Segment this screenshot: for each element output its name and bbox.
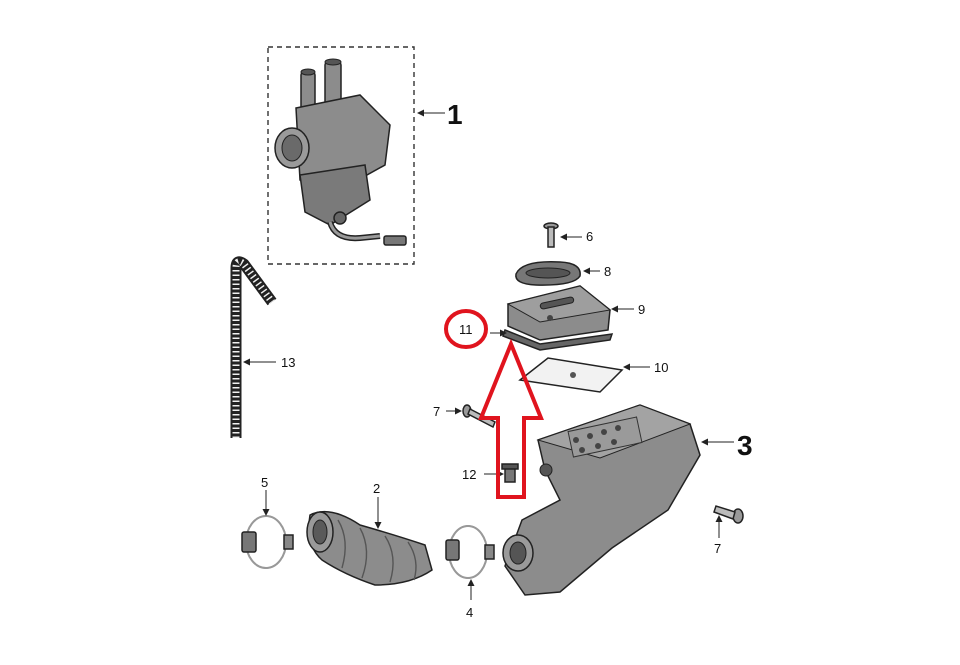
callout-3: 3 xyxy=(737,430,753,461)
callout-8: 8 xyxy=(604,264,611,279)
hose-clamp-left xyxy=(241,515,294,569)
grommet-part xyxy=(515,261,581,286)
callout-2: 2 xyxy=(373,481,380,496)
callout-6: 6 xyxy=(586,229,593,244)
callout-7-left: 7 xyxy=(433,404,440,419)
intake-duct-part xyxy=(306,510,433,586)
callout-4: 4 xyxy=(466,605,473,620)
filter-element-part xyxy=(518,357,624,393)
callout-9: 9 xyxy=(638,302,645,317)
carburetor-part xyxy=(267,46,415,265)
screw-part-7-right xyxy=(713,505,744,524)
callout-13: 13 xyxy=(281,355,295,370)
breather-hose-part xyxy=(230,256,277,438)
callout-11: 11 xyxy=(459,322,473,337)
callout-7-right: 7 xyxy=(714,541,721,556)
drain-plug-part xyxy=(501,463,519,483)
callout-1: 1 xyxy=(447,99,463,130)
filter-cover-part xyxy=(506,285,612,341)
highlight-circle xyxy=(444,309,488,349)
screw-part-6 xyxy=(543,222,559,248)
callout-12: 12 xyxy=(462,467,476,482)
carburetor-dashed-frame xyxy=(267,46,415,265)
callout-10: 10 xyxy=(654,360,668,375)
callout-5: 5 xyxy=(261,475,268,490)
highlight-up-arrow xyxy=(478,338,544,499)
hose-clamp-right xyxy=(445,525,495,579)
air-filter-housing-part xyxy=(502,404,701,596)
